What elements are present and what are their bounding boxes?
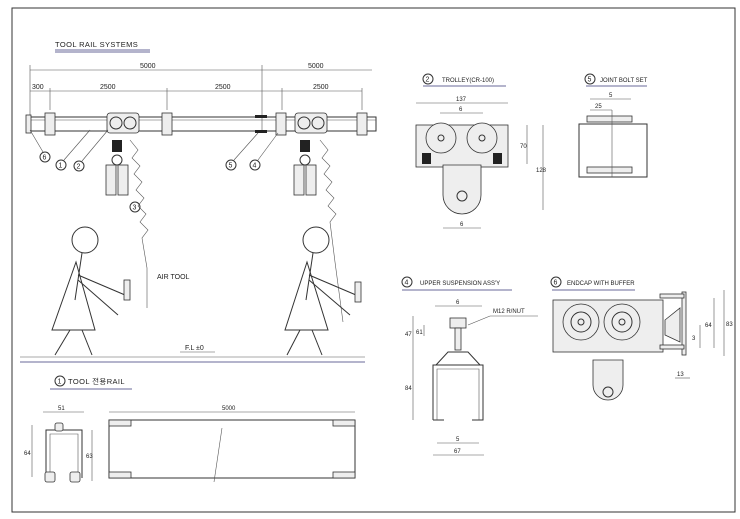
svg-text:6: 6 [456, 300, 460, 306]
floor-label: F.L ±0 [185, 345, 204, 352]
main-title: TOOL RAIL SYSTEMS [55, 40, 138, 49]
operator-figure-left [51, 226, 131, 356]
svg-text:2: 2 [426, 77, 430, 84]
m12-nut-label: M12 R/NUT [493, 309, 525, 315]
trolley-unit-left [105, 112, 149, 308]
svg-text:6: 6 [43, 155, 47, 162]
trolley-detail: 2 TROLLEY(CR-100) 137 6 70 128 6 [415, 73, 547, 229]
dim-5000-left: 5000 [140, 63, 156, 70]
air-tool-label: AIR TOOL [157, 274, 190, 281]
dim-5000-right: 5000 [308, 63, 324, 70]
svg-text:4: 4 [253, 163, 257, 170]
upper-suspension-detail: 4 UPPER SUSPENSION ASS'Y 6 M12 R/NUT 47 … [401, 276, 538, 456]
dim-2500-a: 2500 [100, 84, 116, 91]
svg-text:2: 2 [77, 164, 81, 171]
svg-text:64: 64 [705, 323, 712, 329]
svg-text:25: 25 [595, 104, 602, 110]
svg-text:1: 1 [58, 379, 62, 386]
svg-text:3: 3 [133, 205, 137, 212]
dim-2500-b: 2500 [215, 84, 231, 91]
svg-text:5: 5 [456, 437, 460, 443]
joint-bolt-title: JOINT BOLT SET [600, 78, 648, 84]
upper-suspension-title: UPPER SUSPENSION ASS'Y [420, 281, 500, 287]
trolley-unit-right [293, 112, 344, 323]
rail-section: 1 TOOL 전용RAIL 51 64 63 5000 [24, 375, 356, 483]
svg-text:13: 13 [677, 372, 684, 378]
sheet-border [11, 7, 736, 513]
svg-text:4: 4 [405, 280, 409, 287]
svg-text:5000: 5000 [222, 406, 236, 412]
dimension-lines: 5000 5000 300 2500 2500 2500 [29, 63, 372, 130]
svg-text:137: 137 [456, 97, 467, 103]
svg-text:47: 47 [405, 332, 412, 338]
svg-text:5: 5 [609, 93, 613, 99]
dim-2500-c: 2500 [313, 84, 329, 91]
endcap-title: ENDCAP WITH BUFFER [567, 281, 635, 287]
rail [25, 112, 377, 136]
svg-text:51: 51 [58, 406, 65, 412]
svg-text:67: 67 [454, 449, 461, 455]
svg-text:61: 61 [416, 330, 423, 336]
svg-text:6: 6 [459, 107, 463, 113]
endcap-detail: 6 ENDCAP WITH BUFFER 83 64 3 13 [550, 276, 733, 401]
svg-text:64: 64 [24, 451, 31, 457]
svg-text:3: 3 [692, 336, 696, 342]
callouts: 6 1 2 3 5 4 [29, 129, 279, 213]
svg-text:63: 63 [86, 454, 93, 460]
svg-text:84: 84 [405, 386, 412, 392]
rail-section-title: TOOL 전용RAIL [68, 376, 125, 386]
svg-text:5: 5 [229, 163, 233, 170]
svg-text:6: 6 [554, 280, 558, 287]
overview: TOOL RAIL SYSTEMS 5000 5000 300 2500 250… [20, 40, 377, 363]
svg-text:6: 6 [460, 222, 464, 228]
joint-bolt-detail: 5 JOINT BOLT SET 5 25 [578, 73, 648, 178]
svg-text:70: 70 [520, 144, 527, 150]
trolley-title: TROLLEY(CR-100) [442, 78, 494, 84]
svg-text:128: 128 [536, 168, 547, 174]
operator-figure-right [284, 226, 362, 356]
svg-text:1: 1 [59, 163, 63, 170]
svg-text:5: 5 [588, 77, 592, 84]
dim-300: 300 [32, 84, 44, 91]
svg-text:83: 83 [726, 322, 733, 328]
